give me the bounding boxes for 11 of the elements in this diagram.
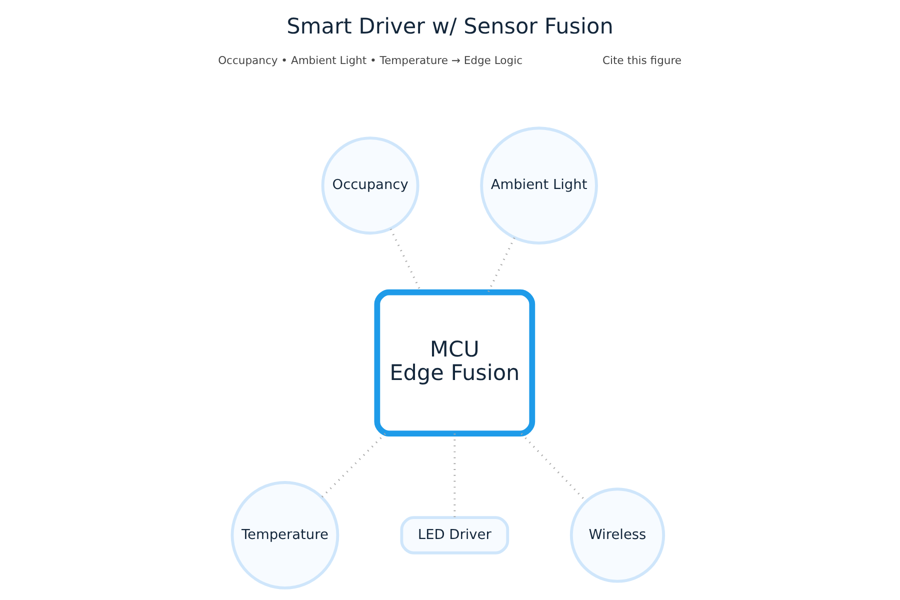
node-circle: Wireless [570,488,666,583]
node-circle: Occupancy [321,136,420,235]
node-circle: Temperature [230,481,340,590]
label: Occupancy • Ambient Light • Temperature → Edge Logic [218,54,523,67]
node-box: LED Driver [400,516,510,554]
node-circle: Ambient Light [480,126,598,245]
label: Cite this figure [602,54,682,67]
node-box: MCU Edge Fusion [374,289,536,436]
connector [487,237,516,293]
diagram-title: Smart Driver w/ Sensor Fusion [286,14,614,40]
connector [320,432,386,498]
